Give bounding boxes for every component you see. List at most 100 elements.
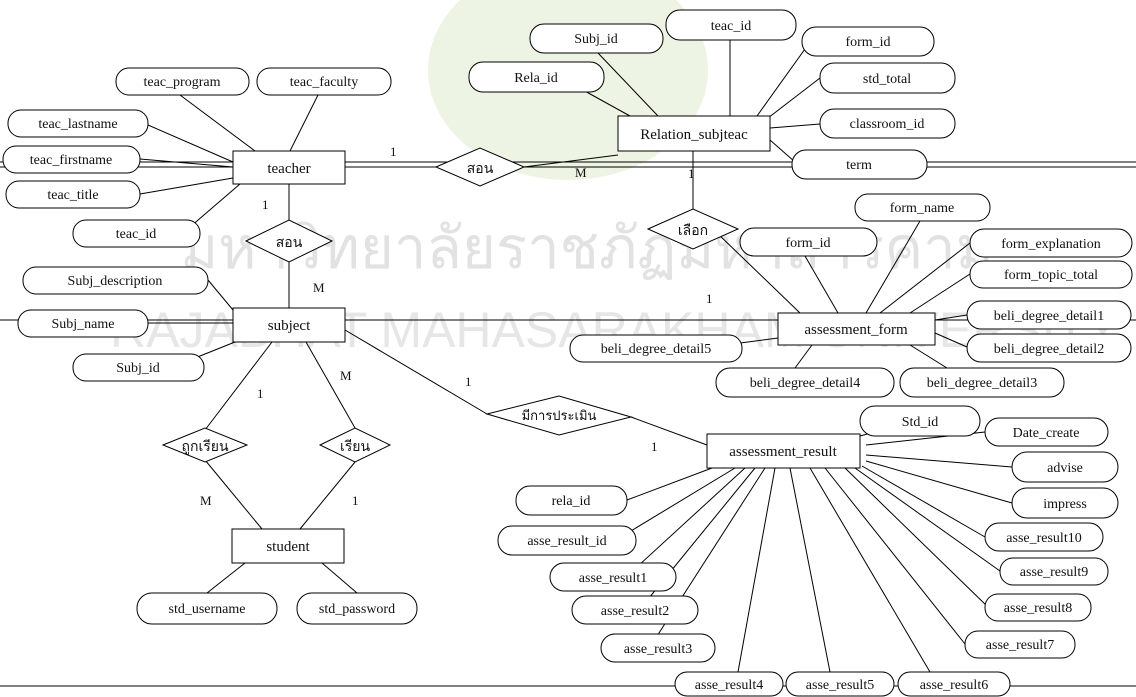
- svg-text:advise: advise: [1047, 461, 1083, 476]
- card-luak-form: 1: [706, 291, 713, 306]
- attr-subj-id: Subj_id: [72, 353, 205, 382]
- attr-asse-result6: asse_result6: [897, 671, 1011, 697]
- card-sorn-left-subject: M: [313, 280, 325, 295]
- attr-rel-subj-id: Subj_id: [529, 23, 664, 54]
- svg-text:asse_result5: asse_result5: [806, 678, 874, 693]
- attr-teac-program: teac_program: [115, 67, 250, 96]
- attr-asse-result7: asse_result7: [964, 630, 1076, 659]
- attr-rela-id: rela_id: [515, 485, 628, 516]
- attr-rel-rela-id: Rela_id: [468, 61, 605, 93]
- svg-text:beli_degree_detail4: beli_degree_detail4: [750, 376, 860, 391]
- attr-beli-degree-detail3: beli_degree_detail3: [899, 367, 1065, 398]
- attr-teac-lastname: teac_lastname: [7, 109, 149, 138]
- svg-text:std_total: std_total: [863, 72, 911, 87]
- svg-text:Subj_id: Subj_id: [116, 361, 160, 376]
- svg-text:Date_create: Date_create: [1013, 426, 1080, 441]
- svg-text:rela_id: rela_id: [552, 494, 591, 509]
- attr-rel-std-total: std_total: [819, 62, 956, 94]
- attr-form-topic-total: form_topic_total: [969, 260, 1133, 289]
- attr-asse-result8: asse_result8: [984, 593, 1092, 622]
- relationship-sorn-top-label: สอน: [467, 162, 494, 177]
- attr-beli-degree-detail2: beli_degree_detail2: [966, 333, 1132, 363]
- entity-subject: subject: [232, 307, 346, 343]
- attr-beli-degree-detail5: beli_degree_detail5: [569, 334, 743, 363]
- card-rian-student: 1: [352, 493, 359, 508]
- svg-text:asse_result3: asse_result3: [624, 642, 692, 657]
- attr-subj-name: Subj_name: [17, 309, 149, 338]
- attr-beli-degree-detail4: beli_degree_detail4: [715, 367, 895, 398]
- attr-teac-id: teac_id: [72, 219, 201, 248]
- attr-rel-form-id: form_id: [801, 26, 935, 57]
- attr-teac-faculty: teac_faculty: [256, 67, 392, 96]
- connectors: [139, 40, 1013, 673]
- attr-asse-result10: asse_result10: [984, 522, 1104, 552]
- relationship-sorn-top: สอน: [434, 147, 526, 187]
- relationship-took-rian: ถูกเรียน: [161, 427, 249, 463]
- svg-text:asse_result2: asse_result2: [601, 604, 669, 619]
- card-relation-luak: 1: [688, 166, 695, 181]
- attr-asse-result3: asse_result3: [600, 633, 716, 663]
- attr-std-username: std_username: [136, 592, 278, 625]
- svg-text:teac_id: teac_id: [116, 227, 156, 242]
- entity-student: student: [231, 528, 345, 564]
- attr-beli-degree-detail1: beli_degree_detail1: [966, 300, 1132, 330]
- entity-subject-label: subject: [268, 318, 311, 334]
- card-subject-rian: M: [340, 368, 352, 383]
- svg-text:beli_degree_detail1: beli_degree_detail1: [994, 309, 1104, 324]
- attr-asse-result5: asse_result5: [785, 671, 895, 697]
- relationship-rian: เรียน: [318, 427, 392, 463]
- card-took-rian-student: M: [200, 493, 212, 508]
- svg-text:std_password: std_password: [319, 602, 395, 617]
- attr-asse-result4: asse_result4: [674, 671, 784, 697]
- svg-text:beli_degree_detail5: beli_degree_detail5: [601, 342, 711, 357]
- svg-text:std_username: std_username: [169, 602, 246, 617]
- entity-relation-subjteac-label: Relation_subjteac: [640, 127, 748, 143]
- relationship-sorn-left-label: สอน: [276, 236, 303, 251]
- entity-assessment-result-label: assessment_result: [729, 444, 837, 460]
- svg-text:teac_id: teac_id: [711, 19, 751, 34]
- relationship-sorn-left: สอน: [244, 219, 334, 263]
- attr-advise: advise: [1011, 451, 1119, 483]
- relationship-mee-kan-pramern: มีการประเมิน: [485, 395, 633, 436]
- relationship-rian-label: เรียน: [340, 439, 371, 455]
- svg-text:asse_result7: asse_result7: [986, 638, 1054, 653]
- svg-text:Subj_description: Subj_description: [68, 274, 163, 289]
- svg-text:beli_degree_detail2: beli_degree_detail2: [994, 342, 1104, 357]
- attr-impress: impress: [1011, 487, 1119, 519]
- attr-asse-result-id: asse_result_id: [497, 525, 637, 556]
- svg-text:Subj_name: Subj_name: [52, 317, 115, 332]
- svg-text:teac_faculty: teac_faculty: [290, 75, 358, 90]
- attr-rel-term: term: [791, 149, 928, 180]
- relationship-mee-kan-pramern-label: มีการประเมิน: [522, 408, 597, 423]
- entity-teacher: teacher: [232, 150, 346, 185]
- attr-rel-teac-id: teac_id: [665, 9, 797, 41]
- relationship-took-rian-label: ถูกเรียน: [181, 439, 228, 455]
- svg-text:form_id: form_id: [845, 35, 890, 50]
- svg-text:teac_program: teac_program: [144, 75, 221, 90]
- svg-text:asse_result8: asse_result8: [1004, 601, 1072, 616]
- card-mee-result: 1: [651, 439, 658, 454]
- card-subject-took-rian: 1: [257, 386, 264, 401]
- attr-std-id: Std_id: [859, 405, 981, 437]
- entity-teacher-label: teacher: [267, 161, 310, 177]
- entity-assessment-form-label: assessment_form: [804, 322, 908, 338]
- svg-text:asse_result10: asse_result10: [1006, 531, 1081, 546]
- card-teacher-sorn-top: 1: [390, 144, 397, 159]
- card-teacher-sorn-left: 1: [262, 197, 269, 212]
- cardinalities: 1 M 1 1 1 M 1 M 1 1 M 1: [200, 144, 713, 508]
- svg-text:asse_result6: asse_result6: [920, 678, 988, 693]
- card-subject-mee: 1: [465, 374, 472, 389]
- svg-text:impress: impress: [1043, 497, 1087, 512]
- entity-relation-subjteac: Relation_subjteac: [617, 115, 771, 152]
- svg-text:form_explanation: form_explanation: [1001, 237, 1101, 252]
- attr-form-name: form_name: [854, 193, 991, 222]
- svg-text:asse_result_id: asse_result_id: [527, 534, 606, 549]
- entity-student-label: student: [266, 539, 310, 555]
- attr-form-explanation: form_explanation: [969, 228, 1133, 258]
- entity-assessment-form: assessment_form: [777, 312, 936, 346]
- svg-text:Std_id: Std_id: [902, 415, 939, 430]
- svg-text:Subj_id: Subj_id: [574, 32, 618, 47]
- relationship-luak: เลือก: [646, 208, 740, 250]
- attr-subj-description: Subj_description: [22, 266, 209, 295]
